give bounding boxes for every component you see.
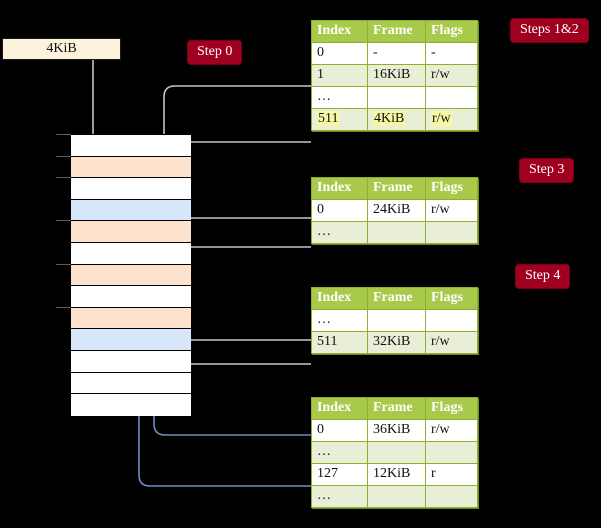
cell-frame: 32KiB [367,331,426,354]
cell-flags [425,86,478,109]
cell-index: 127 [311,463,368,486]
memory-frame-4 [71,221,191,243]
cell-frame: 36KiB [367,419,426,442]
badge-step-3: Step 3 [520,159,574,182]
column-header-index: Index [311,20,368,43]
column-header-index: Index [311,177,368,200]
cell-index: … [311,309,368,332]
table-row[interactable]: … [311,86,478,109]
table-row[interactable]: … [311,441,478,464]
cell-index: … [311,441,368,464]
memory-tick-2 [56,177,71,179]
cell-index: 511 [311,108,368,131]
column-header-index: Index [311,287,368,310]
cell-frame [367,485,426,508]
column-header-frame: Frame [367,287,426,310]
cell-text: 511 [317,111,340,126]
cell-frame [367,86,426,109]
memory-frame-2 [71,178,191,200]
cell-flags: r/w [425,108,478,131]
cell-flags: r/w [425,331,478,354]
table-row[interactable]: … [311,221,478,244]
memory-frame-7 [71,286,191,308]
cell-flags: r/w [425,419,478,442]
cell-index: … [311,221,368,244]
cell-flags [425,221,478,244]
column-header-flags: Flags [425,177,478,200]
virtual-address-box: 4KiB [2,38,121,60]
memory-frame-11 [71,372,191,395]
cell-index: … [311,485,368,508]
memory-frame-8 [71,307,191,330]
cell-index: 511 [311,331,368,354]
cell-frame: 12KiB [367,463,426,486]
cell-frame [367,309,426,332]
column-header-flags: Flags [425,287,478,310]
cell-flags [425,309,478,332]
cell-text: r/w [431,111,452,126]
cell-flags: - [425,42,478,65]
memory-frame-5 [71,243,191,265]
memory-frame-6 [71,264,191,287]
cell-flags: r/w [425,64,478,87]
memory-frame-1 [71,156,191,179]
cell-index: 0 [311,42,368,65]
cell-frame: 4KiB [367,108,426,131]
memory-tick-6 [56,263,71,265]
cell-frame: 16KiB [367,64,426,87]
badge-steps-1-2: Steps 1&2 [511,19,588,42]
column-header-frame: Frame [367,20,426,43]
memory-tick-0 [56,134,71,135]
cell-index: 1 [311,64,368,87]
memory-tick-4 [56,220,71,222]
cell-frame [367,441,426,464]
column-header-frame: Frame [367,177,426,200]
memory-frame-10 [71,351,191,373]
cell-flags: r/w [425,199,478,222]
column-header-frame: Frame [367,397,426,420]
cell-frame: - [367,42,426,65]
table-row[interactable]: 511 4KiB r/w [311,108,478,131]
badge-step-4: Step 4 [516,265,570,288]
table-row[interactable]: … [311,485,478,508]
memory-frame-9 [71,329,191,351]
cell-text: 4KiB [373,111,406,126]
cell-index: 0 [311,199,368,222]
badge-step-0: Step 0 [188,41,242,64]
cell-index: … [311,86,368,109]
wire-step3 [174,217,311,266]
memory-tick-1 [56,155,71,157]
cell-frame [367,221,426,244]
table-row[interactable]: 0-- [311,42,478,65]
memory-frame-3 [71,199,191,222]
cell-flags [425,441,478,464]
table-row[interactable]: … [311,309,478,332]
memory-frame-12 [71,394,191,416]
column-header-flags: Flags [425,20,478,43]
column-header-index: Index [311,397,368,420]
memory-frame-0 [71,135,191,157]
cell-frame: 24KiB [367,199,426,222]
memory-tick-8 [56,306,71,308]
physical-memory-column [70,134,191,416]
column-header-flags: Flags [425,397,478,420]
cell-flags: r [425,463,478,486]
cell-index: 0 [311,419,368,442]
wire-step4 [167,305,311,365]
cell-flags [425,485,478,508]
